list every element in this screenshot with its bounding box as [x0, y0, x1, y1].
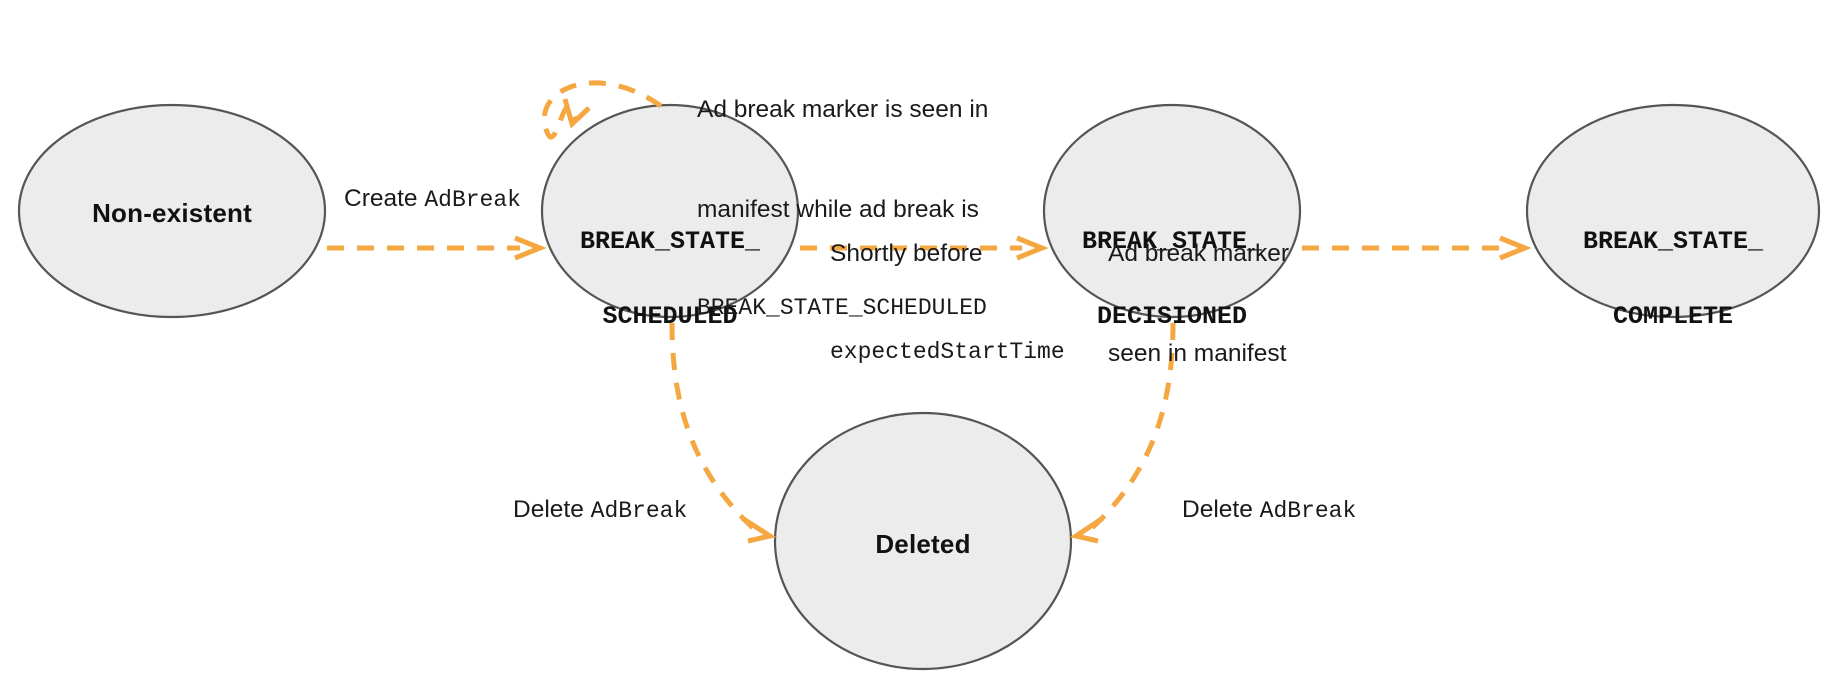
edge-label-line1: Ad break marker is seen in [697, 95, 989, 123]
node-break-state-scheduled [540, 103, 800, 319]
edge-label-part-text: Create [344, 185, 425, 212]
edge-delete-adbreak-from-decisioned [1069, 322, 1176, 544]
edge-label-line3-code: BREAK_STATE_SCHEDULED [697, 294, 987, 321]
edge-label-ad-break-marker-seen-self-loop: Ad break marker is seen in manifest whil… [697, 26, 988, 390]
edge-label-line1: Shortly before [830, 239, 983, 267]
node-deleted [773, 411, 1073, 671]
edge-ad-break-marker-seen-in-manifest [1302, 235, 1532, 261]
edge-shortly-before-expected-start-time [800, 235, 1049, 261]
edge-label-ad-break-marker-seen-in-manifest: Ad break marker seen in manifest [1108, 170, 1289, 437]
edge-label-line2: manifest while ad break is [697, 195, 979, 223]
edge-label-part-text: Delete [1182, 496, 1260, 523]
edge-label-delete-adbreak-from-scheduled: Delete AdBreak [513, 493, 687, 527]
edge-ad-break-marker-seen-self-loop [541, 80, 663, 140]
edge-create-adbreak [327, 235, 547, 261]
node-break-state-complete [1525, 103, 1821, 319]
edge-label-delete-adbreak-from-decisioned: Delete AdBreak [1182, 493, 1356, 527]
edge-label-shortly-before-expected-start-time: Shortly before expectedStartTime [830, 170, 1065, 434]
edge-label-part-code: AdBreak [424, 187, 521, 213]
edge-delete-adbreak-from-scheduled [669, 322, 777, 544]
edge-label-line2: seen in manifest [1108, 339, 1287, 367]
node-non-existent [17, 103, 327, 319]
edge-label-part-code: AdBreak [1259, 498, 1357, 524]
edge-label-part-text: Delete [513, 496, 591, 523]
edge-label-create-adbreak: Create AdBreak [344, 182, 521, 216]
edge-label-part-code: AdBreak [590, 498, 688, 524]
edge-label-line1: Ad break marker [1108, 239, 1290, 267]
edge-label-line2-code: expectedStartTime [830, 338, 1065, 365]
node-break-state-decisioned [1042, 103, 1302, 319]
